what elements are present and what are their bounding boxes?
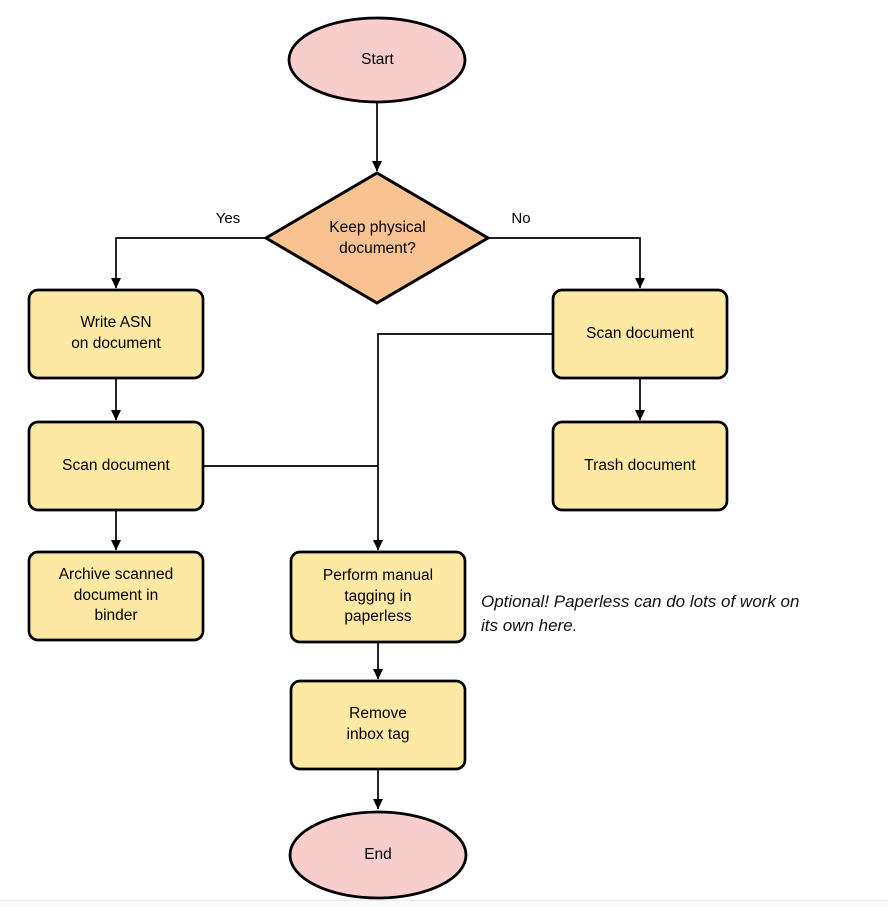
scan-document-left-node <box>27 420 205 512</box>
optional-note: Optional! Paperless can do lots of work … <box>481 592 800 635</box>
trash-document-node <box>551 420 729 512</box>
archive-node <box>27 550 205 642</box>
decision-node <box>263 171 491 305</box>
page-bottom-edge <box>0 900 888 907</box>
end-node <box>288 810 468 900</box>
manual-tagging-node <box>289 550 467 644</box>
edge-decision-no <box>488 237 645 289</box>
edge-decision-yes <box>111 237 266 289</box>
scan-document-right-node <box>551 288 729 380</box>
start-node <box>287 16 467 104</box>
write-asn-node <box>27 288 205 380</box>
remove-inbox-tag-node <box>289 679 467 771</box>
edge-scanright-to-tagging <box>373 333 553 551</box>
